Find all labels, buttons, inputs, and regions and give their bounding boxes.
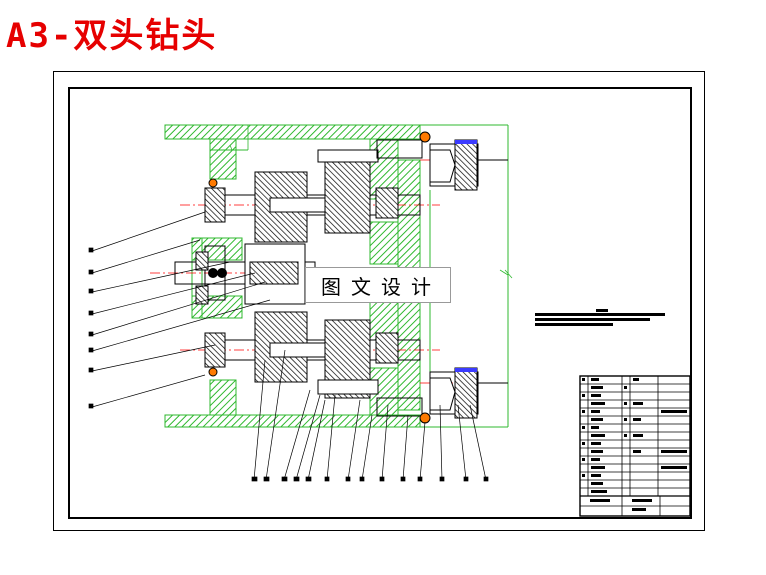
upper-drill-chuck <box>429 139 508 191</box>
watermark-box: 图文设计 <box>305 267 451 303</box>
bottom-leader-lines <box>251 349 489 482</box>
lower-output-shaft <box>204 178 431 424</box>
title-block-table <box>579 375 691 517</box>
input-shaft <box>174 243 316 305</box>
technical-notes-block <box>535 309 665 326</box>
sheet-inner-border <box>68 87 692 519</box>
dimension-marks <box>229 125 513 279</box>
sheet-outer-border <box>53 71 705 531</box>
left-leader-lines <box>88 211 271 409</box>
watermark-text: 图文设计 <box>321 274 441 299</box>
upper-output-shaft <box>204 131 431 243</box>
drawing-title: A3-双头钻头 <box>6 16 218 56</box>
lower-drill-chuck <box>429 367 508 419</box>
